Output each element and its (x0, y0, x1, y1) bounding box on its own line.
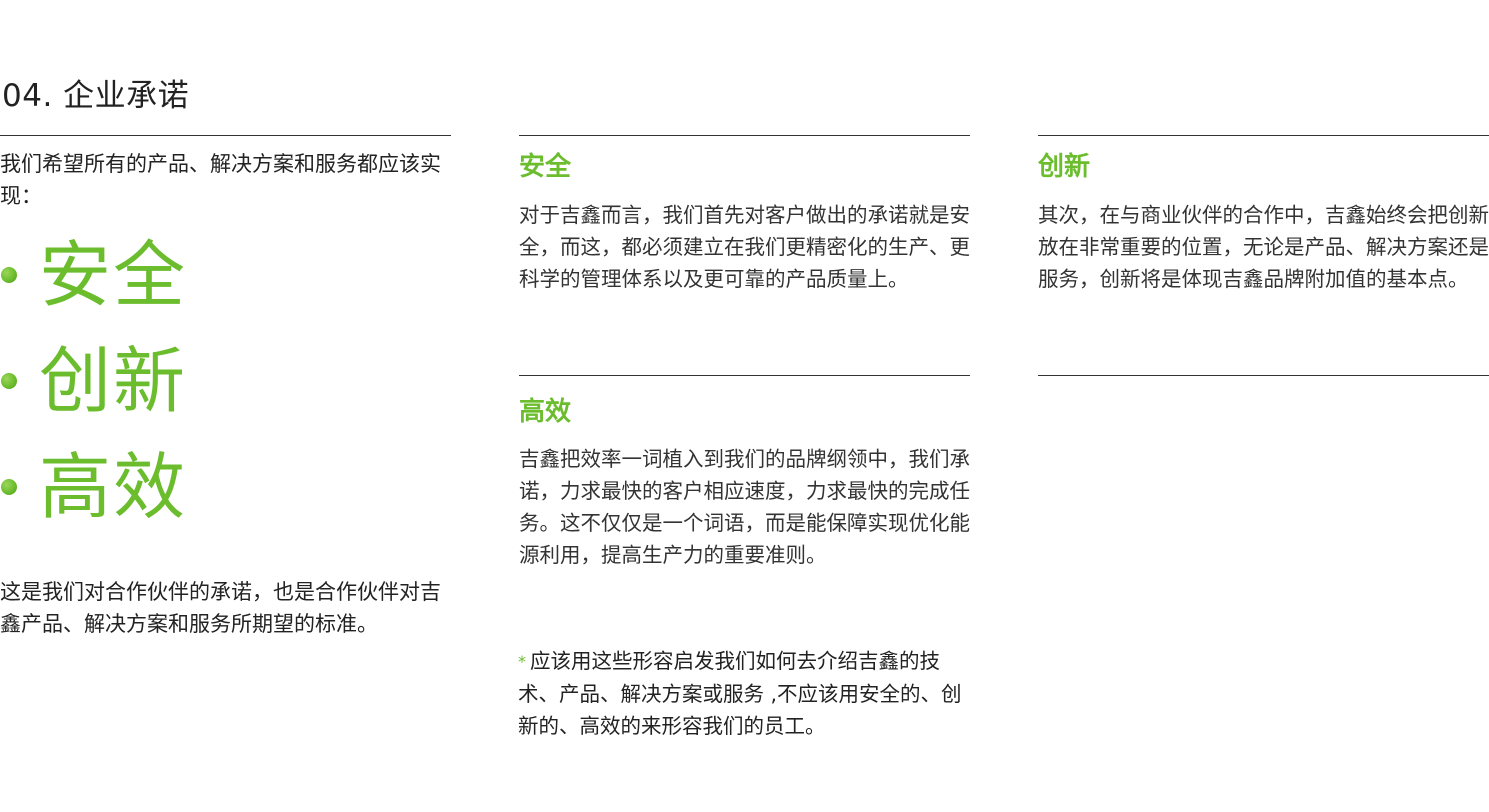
safety-card-rule (519, 135, 970, 136)
innovation-card-title: 创新 (1038, 152, 1091, 182)
bullet-dot-icon (1, 267, 17, 283)
bullet-label: 高效 (39, 445, 188, 529)
bullet-label: 安全 (39, 233, 188, 317)
innovation-card-rule (1038, 135, 1489, 136)
bullet-item-innovation: 创新 (0, 328, 460, 434)
usage-note: *应该用这些形容启发我们如何去介绍吉鑫的技术、产品、解决方案或服务 ,不应该用安… (518, 645, 978, 742)
safety-card-body: 对于吉鑫而言，我们首先对客户做出的承诺就是安全，而这，都必须建立在我们更精密化的… (519, 203, 970, 291)
asterisk-icon: * (518, 652, 526, 671)
bullet-item-efficiency: 高效 (0, 434, 460, 540)
innovation-card-body: 其次，在与商业伙伴的合作中，吉鑫始终会把创新放在非常重要的位置，无论是产品、解决… (1038, 203, 1489, 291)
efficiency-card-title: 高效 (519, 397, 572, 427)
bullet-dot-icon (1, 373, 17, 389)
efficiency-card-rule (519, 375, 970, 376)
efficiency-card-body: 吉鑫把效率一词植入到我们的品牌纲领中，我们承诺，力求最快的客户相应速度，力求最快… (519, 447, 970, 567)
bullet-item-safety: 安全 (0, 222, 460, 328)
commitment-intro: 我们希望所有的产品、解决方案和服务都应该实现： (0, 152, 441, 208)
commitment-bullet-list: 安全 创新 高效 (0, 222, 460, 540)
commitment-outro: 这是我们对合作伙伴的承诺，也是合作伙伴对吉鑫产品、解决方案和服务所期望的标准。 (0, 580, 441, 636)
bullet-label: 创新 (39, 339, 188, 423)
page-title: 04. 企业承诺 (2, 78, 190, 114)
left-column-rule (0, 135, 451, 136)
innovation-card-bottom-rule (1038, 375, 1489, 376)
usage-note-text: 应该用这些形容启发我们如何去介绍吉鑫的技术、产品、解决方案或服务 ,不应该用安全… (518, 649, 962, 738)
safety-card-title: 安全 (519, 152, 572, 182)
bullet-dot-icon (1, 479, 17, 495)
